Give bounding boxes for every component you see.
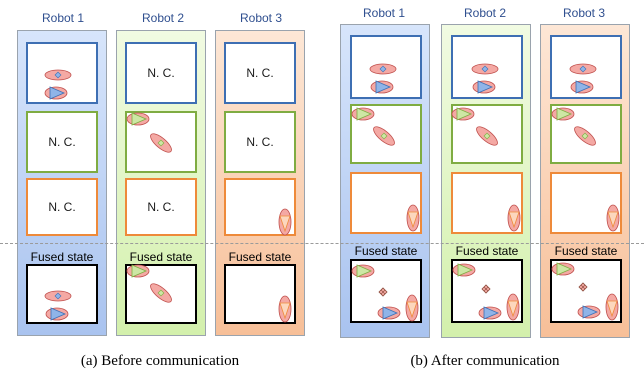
robot-3-fused-label-b: Fused state [554, 244, 618, 258]
green-triangle-icon [351, 107, 375, 121]
green-triangle-icon [551, 262, 575, 276]
not-connected-label: N. C. [246, 66, 274, 80]
pink-ellipse-icon [147, 280, 175, 306]
not-connected-label: N. C. [147, 66, 175, 80]
orange-triangle-icon [278, 295, 292, 323]
robot-3-blue-panel-a: N. C. [224, 42, 296, 104]
green-triangle-icon [126, 112, 150, 126]
green-triangle-icon [126, 264, 150, 278]
pink-ellipse-icon [569, 63, 597, 75]
not-connected-label: N. C. [246, 135, 274, 149]
robot-1-fused-label-b: Fused state [354, 244, 418, 258]
robot-2-orange-panel-b [451, 172, 523, 234]
robot-2-fused-label-b: Fused state [455, 244, 519, 258]
blue-triangle-icon [370, 80, 394, 94]
robot-2-orange-panel-a: N. C. [125, 178, 197, 236]
robot-3-green-panel-a: N. C. [224, 111, 296, 173]
robot-3-fused-label-a: Fused state [228, 250, 292, 264]
green-triangle-icon [451, 107, 475, 121]
robot-2-label-a: Robot 2 [141, 11, 185, 25]
green-triangle-icon [452, 263, 476, 277]
blue-triangle-icon [570, 80, 594, 94]
robot-3-orange-panel-a [224, 178, 296, 236]
robot-1-green-panel-a: N. C. [26, 111, 98, 173]
not-connected-label: N. C. [48, 135, 76, 149]
pink-ellipse-icon [471, 63, 499, 75]
pink-ellipse-icon [147, 130, 175, 156]
pink-ellipse-icon [571, 123, 599, 149]
orange-triangle-icon [507, 204, 521, 232]
robot-1-fused-label-a: Fused state [30, 250, 94, 264]
robot-2-fused-label-a: Fused state [129, 250, 193, 264]
orange-triangle-icon [405, 294, 419, 322]
robot-1-orange-panel-a: N. C. [26, 178, 98, 236]
diamond-target-icon [578, 282, 588, 292]
blue-triangle-icon [478, 306, 502, 320]
diamond-target-icon [481, 284, 491, 294]
blue-triangle-icon [44, 86, 68, 100]
robot-1-label-a: Robot 1 [41, 11, 85, 25]
blue-triangle-icon [45, 307, 69, 321]
blue-triangle-icon [577, 305, 601, 319]
pink-ellipse-icon [44, 69, 72, 81]
orange-triangle-icon [506, 293, 520, 321]
not-connected-label: N. C. [48, 200, 76, 214]
green-triangle-icon [351, 264, 375, 278]
orange-triangle-icon [606, 204, 620, 232]
pink-ellipse-icon [370, 123, 398, 149]
green-triangle-icon [551, 107, 575, 121]
robot-3-label-a: Robot 3 [239, 11, 283, 25]
fused-divider-line [0, 243, 644, 244]
blue-triangle-icon [377, 306, 401, 320]
orange-triangle-icon [605, 293, 619, 321]
pink-ellipse-icon [473, 123, 501, 149]
orange-triangle-icon [278, 208, 292, 236]
diamond-target-icon [378, 287, 388, 297]
pink-ellipse-icon [44, 290, 72, 302]
robot-2-blue-panel-a: N. C. [125, 42, 197, 104]
blue-triangle-icon [472, 80, 496, 94]
robot-1-label-b: Robot 1 [362, 6, 406, 20]
robot-2-label-b: Robot 2 [463, 6, 507, 20]
robot-3-label-b: Robot 3 [562, 6, 606, 20]
not-connected-label: N. C. [147, 200, 175, 214]
pink-ellipse-icon [369, 63, 397, 75]
caption-a: (a) Before communication [80, 353, 240, 369]
orange-triangle-icon [406, 204, 420, 232]
caption-b: (b) After communication [410, 353, 560, 369]
